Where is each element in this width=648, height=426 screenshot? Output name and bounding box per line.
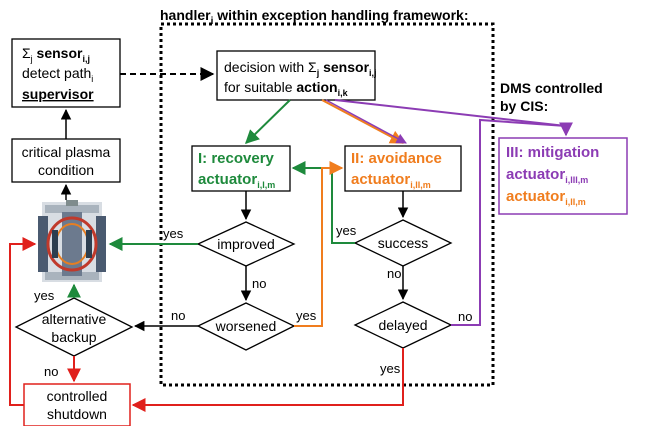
edge-label-no-worsened: no	[171, 308, 185, 323]
sensor-line: Σj sensori,j	[22, 45, 90, 64]
decision-line1: decision with Σj sensori,j	[224, 59, 377, 78]
edge-label-yes-delayed: yes	[380, 361, 401, 376]
alternative-backup-decision	[14, 297, 134, 357]
controlled-shutdown-box	[23, 383, 131, 426]
edge-label-no-success: no	[387, 266, 401, 281]
arrow-decision-to-recovery	[244, 99, 291, 144]
mitigation-title: III: mitigation	[506, 144, 599, 161]
sensor-supervisor-box	[11, 38, 121, 108]
arrow-delayed-no-to-mitigation	[451, 118, 567, 326]
arrow-decision-to-avoidance-purple	[325, 99, 407, 144]
critical-plasma-line1: critical plasma	[22, 144, 111, 160]
shutdown-line1: controlled	[47, 388, 108, 404]
arrow-worsened-yes-to-avoidance	[294, 161, 344, 327]
arrow-decision-to-avoidance	[321, 99, 405, 144]
decision-line2: for suitable actioni,k	[224, 79, 349, 98]
framework-title: handleri within exception handling frame…	[160, 7, 469, 27]
arrow-delayed-yes-to-shutdown	[131, 348, 404, 412]
delayed-label: delayed	[378, 317, 427, 333]
success-label: success	[378, 235, 429, 251]
edge-label-no-improved: no	[252, 276, 266, 291]
alternative-label-line2: backup	[51, 329, 96, 345]
edge-label-no-delayed: no	[458, 309, 472, 324]
mitigation-actuator-iii: actuatori,III,m	[506, 166, 588, 185]
tokamak-image	[38, 200, 106, 282]
arrow-shutdown-to-tokamak	[9, 237, 37, 406]
avoidance-actuator-box	[344, 145, 462, 192]
dms-label-line1: DMS controlled	[500, 80, 603, 96]
mitigation-box	[498, 137, 628, 215]
shutdown-line2: shutdown	[47, 406, 107, 422]
avoidance-title: II: avoidance	[351, 150, 442, 167]
edge-label-yes-success: yes	[336, 223, 357, 238]
worsened-label: worsened	[215, 318, 277, 334]
arrow-success-yes-to-recovery	[291, 161, 355, 244]
alternative-label-line1: alternative	[42, 311, 107, 327]
edge-label-yes-alternative: yes	[34, 288, 55, 303]
edge-label-no-alternative: no	[44, 364, 58, 379]
worsened-decision	[196, 302, 296, 351]
framework-frame	[159, 22, 495, 387]
edge-label-yes-improved: yes	[163, 226, 184, 241]
detect-path-line: detect pathi	[22, 65, 93, 84]
critical-plasma-line2: condition	[38, 162, 94, 178]
edge-label-yes-worsened: yes	[296, 308, 317, 323]
improved-label: improved	[217, 236, 275, 252]
decision-box	[216, 50, 376, 101]
recovery-actuator: actuatori,I,m	[198, 171, 275, 190]
supervisor-label: supervisor	[22, 86, 94, 102]
recovery-actuator-box	[191, 145, 291, 192]
avoidance-actuator: actuatori,II,m	[351, 171, 431, 190]
mitigation-actuator-ii: actuatori,II,m	[506, 188, 586, 207]
recovery-title: I: recovery	[198, 150, 275, 167]
dms-label-line2: by CIS:	[500, 98, 548, 114]
